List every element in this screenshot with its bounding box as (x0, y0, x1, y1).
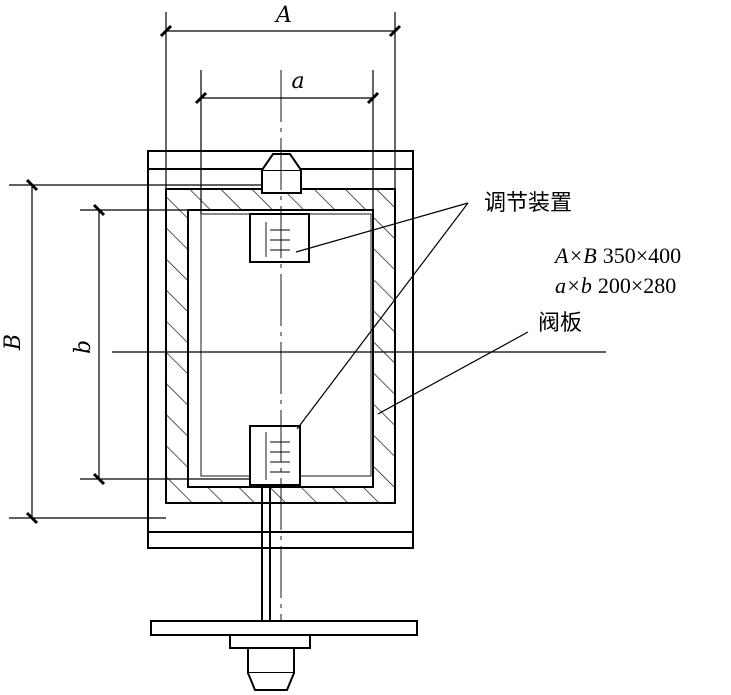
leader-valve-plate (377, 331, 529, 415)
leader-bottom-adjust (296, 202, 469, 430)
label-b: b (71, 340, 96, 354)
top-nut (261, 153, 302, 194)
label-A: A (274, 3, 292, 28)
label-B: B (1, 334, 26, 351)
top-nut-body (261, 169, 302, 194)
spec-inner-var: a×b (555, 273, 592, 298)
bottom-adjust-block (249, 425, 301, 486)
top-nut-cap (261, 153, 302, 171)
dimension-A (159, 12, 402, 189)
spec-outer-var: A×B (553, 243, 597, 268)
leader-top-adjust (295, 202, 469, 253)
label-valve-plate: 阀板 (538, 311, 582, 336)
spec-inner-value: 200×280 (598, 273, 676, 298)
leader-lines (295, 202, 529, 430)
dimension-B (9, 178, 262, 525)
valve-stem (261, 485, 271, 621)
top-adjust-body (249, 213, 310, 263)
dimension-a (194, 70, 380, 214)
label-a: a (291, 69, 304, 94)
bottom-adjust-body (249, 425, 301, 486)
top-adjust-block (249, 213, 310, 263)
frame-outline (147, 150, 414, 549)
dimension-b (80, 203, 250, 486)
inner-opening (187, 209, 374, 488)
spec-outer-value: 350×400 (603, 243, 681, 268)
label-adjusting-device: 调节装置 (484, 191, 572, 216)
bottom-plate (150, 620, 418, 636)
bottom-nut (229, 634, 311, 691)
